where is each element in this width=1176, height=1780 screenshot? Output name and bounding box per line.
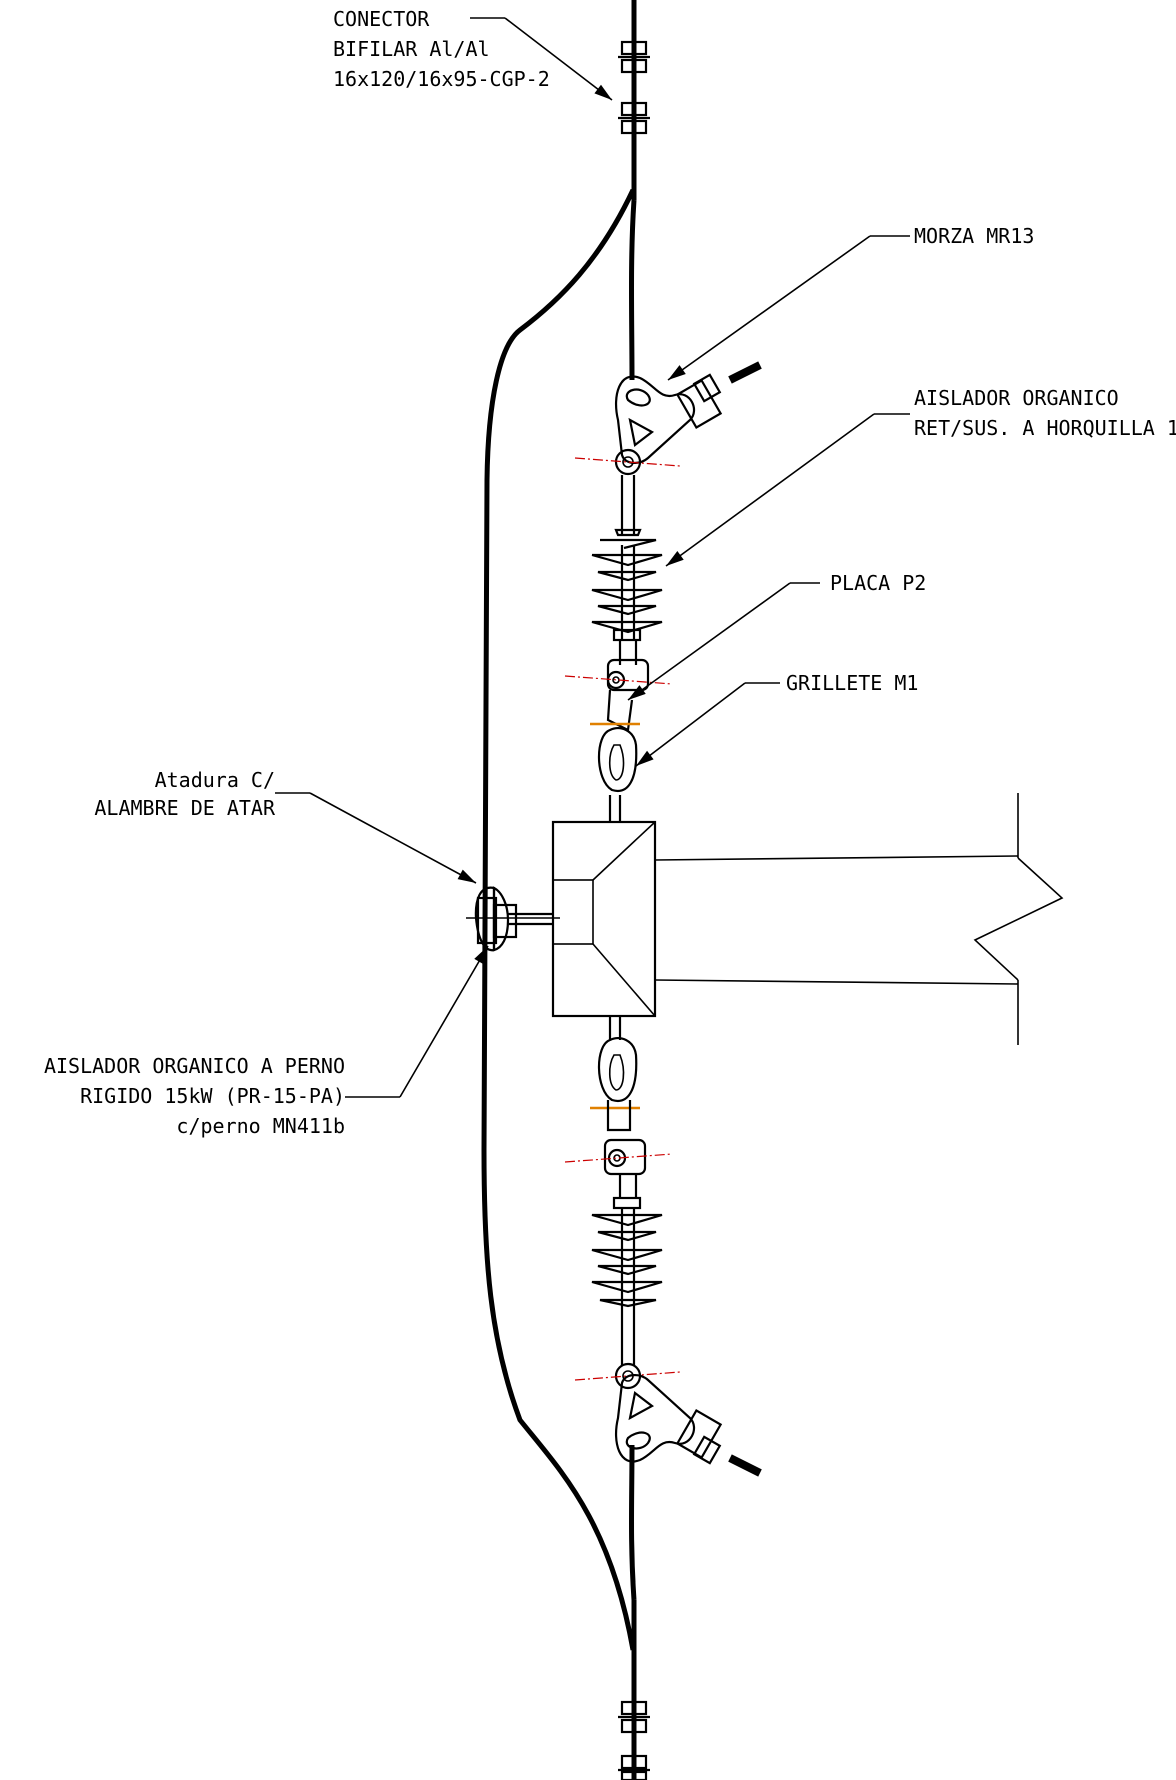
leader-conector	[470, 17, 613, 101]
insulator-bottom	[591, 1174, 663, 1365]
label-atadura-line2: ALAMBRE DE ATAR	[94, 796, 276, 820]
pin-insulator	[466, 886, 560, 952]
label-grillete: GRILLETE M1	[786, 671, 918, 695]
leader-placa	[627, 582, 820, 701]
placa-grillete-top	[590, 689, 640, 822]
leader-atadura	[275, 792, 477, 884]
label-placa: PLACA P2	[830, 571, 926, 595]
pin-top-1	[574, 448, 681, 476]
leader-morza	[667, 235, 910, 381]
label-morza: MORZA MR13	[914, 224, 1034, 248]
leader-grillete	[635, 682, 780, 767]
leader-aislador-perno	[345, 945, 489, 1098]
label-aislador-ret-line2: RET/SUS. A HORQUILLA 15kV	[914, 416, 1176, 440]
pin-bottom-1	[564, 1138, 673, 1176]
label-aislador-perno-line2: RIGIDO 15kW (PR-15-PA)	[80, 1084, 345, 1108]
pin-top-2	[564, 658, 673, 692]
label-aislador-ret-line1: AISLADOR ORGANICO	[914, 386, 1119, 410]
label-conector-line2: BIFILAR Al/Al	[333, 37, 490, 61]
morza-clamp-top	[614, 361, 762, 464]
placa-grillete-bottom	[590, 1016, 640, 1132]
insulator-top	[591, 475, 663, 665]
leader-aislador-ret	[665, 413, 910, 567]
main-conductor	[629, 0, 637, 1780]
bifilar-connector-top-2	[618, 101, 650, 135]
bifilar-connector-bottom-1	[618, 1700, 650, 1734]
bifilar-connector-top-1	[618, 40, 650, 74]
jumper-conductor	[481, 188, 636, 1651]
crossarm-bracket	[551, 820, 657, 1018]
label-atadura-line1: Atadura C/	[155, 768, 275, 792]
crossarm-pole	[654, 793, 1064, 1045]
bifilar-connector-bottom-2	[618, 1754, 650, 1780]
label-aislador-perno-line1: AISLADOR ORGANICO A PERNO	[44, 1054, 345, 1078]
label-conector-line3: 16x120/16x95-CGP-2	[333, 67, 550, 91]
label-conector-line1: CONECTOR	[333, 7, 430, 31]
morza-clamp-bottom	[614, 1374, 762, 1477]
label-aislador-perno-line3: c/perno MN411b	[176, 1114, 345, 1138]
